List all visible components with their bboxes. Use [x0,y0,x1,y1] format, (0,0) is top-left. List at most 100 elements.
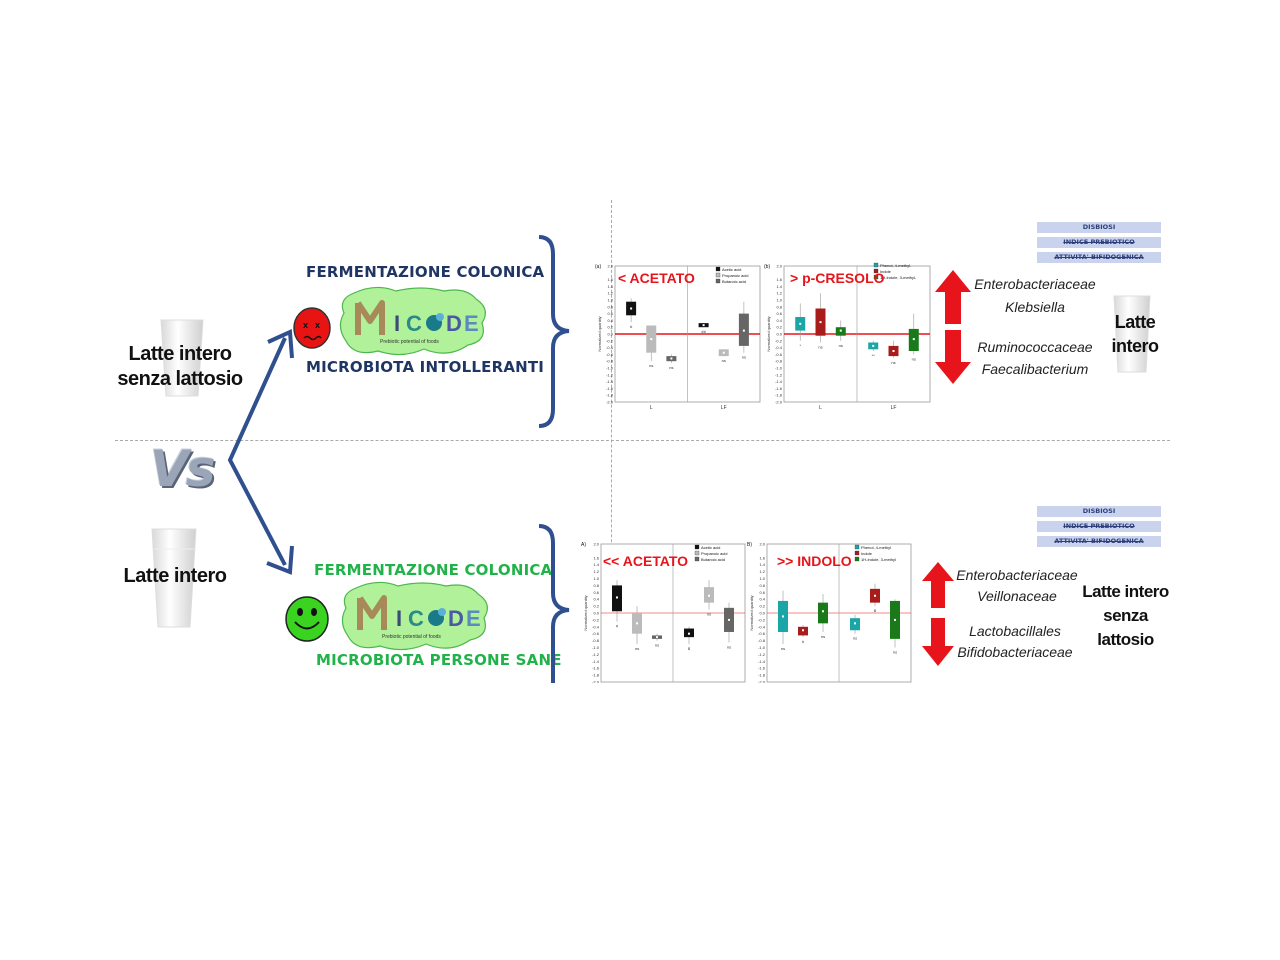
y-tick-label: 1.2 [759,569,765,574]
box-mean [782,615,784,618]
top-down-taxon-2: Faecalibacterium [981,361,1089,377]
y-tick-label: -1.2 [592,652,600,657]
y-tick-label: -1.4 [758,659,766,664]
legend-swatch [873,262,879,268]
y-tick-label: -0.6 [775,352,783,357]
box-mean [636,622,638,625]
y-tick-label: 2.0 [593,542,599,547]
legend-label: Phenol, 4-methyl [861,545,891,550]
y-tick-label: 0.8 [759,583,765,588]
box-mean [822,610,824,613]
bottom-branch-title: FERMENTAZIONE COLONICA [314,561,553,579]
legend-swatch [873,274,879,280]
y-tick-label: -1.0 [606,366,614,371]
right-bottom-milk-label: Latte intero senza lattosio [1082,582,1169,649]
svg-text:D: D [448,606,464,631]
y-tick-label: -1.4 [775,379,783,384]
x-tick-label: LF [721,405,727,411]
significance-label: ns [781,646,785,651]
significance-label: $ [874,608,877,613]
significance-label: ns [722,358,726,363]
box-mean [688,632,690,635]
y-tick-label: 1.2 [593,569,599,574]
box-mean [728,618,730,621]
box-mean [872,344,875,347]
chart-acetato-top: 2.01.61.41.21.00.80.60.40.20.0-0.2-0.4-0… [595,264,761,411]
branch-arrows [227,328,294,575]
box-mean [802,629,804,632]
top-branch-subtitle: MICROBIOTA INTOLLERANTI [306,358,545,376]
panel-label: A) [581,542,586,548]
significance-label: ns [839,343,843,348]
legend-swatch [715,272,721,278]
significance-label: # [802,639,805,644]
logo-caption: Prebiotic potential of foods [380,339,439,345]
y-tick-label: 0.0 [759,611,765,616]
significance-label: ns [727,644,731,649]
y-tick-label: 0.6 [776,311,782,316]
significance-label: ns [669,365,673,370]
legend-swatch [854,550,860,556]
box-mean [708,594,710,597]
y-tick-label: -1.6 [606,386,614,391]
significance-label: $ [688,646,691,651]
tag-indice-prebiotico-bottom: INDICE PREBIOTICO [1037,521,1161,532]
legend-swatch [715,278,721,284]
box-mean [742,329,745,332]
tag-disbiosi-top: DISBIOSI [1037,222,1161,233]
y-tick-label: -0.8 [775,359,783,364]
y-axis-label: Normalized quantity [766,316,771,351]
y-tick-label: 2.0 [776,264,782,269]
bottom-down-taxon-2: Bifidobacteriaceae [957,644,1073,660]
significance-label: ns [912,356,916,361]
svg-text:x: x [315,320,320,330]
bottom-up-taxon-2: Veillonaceae [977,588,1057,604]
y-tick-label: -0.4 [606,345,614,350]
svg-text:Prebiotic potential of foods: Prebiotic potential of foods [382,634,441,640]
chart-annotation: < ACETATO [618,270,695,286]
milk-glass-icon [151,528,197,628]
tag-attivita-bifidogenica-top: ATTIVITA' BIFIDOGENICA [1037,252,1161,263]
x-tick-label: LF [891,405,897,411]
y-tick-label: -1.4 [606,379,614,384]
box-mean [854,622,856,625]
y-tick-label: 1.4 [593,562,599,567]
chart-annotation: > p-CRESOLO [790,270,885,286]
up-arrow-icon [922,562,954,608]
y-tick-label: -2.0 [775,400,783,405]
vertical-divider [611,200,612,682]
micode-logo-top: I C D E Prebiotic potential of foods [339,286,486,356]
chart-acetato-bottom: 2.01.61.41.21.00.80.60.40.20.0-0.2-0.4-0… [581,542,746,683]
legend-label: Butanoic acid [722,279,746,284]
micode-logo-bottom: I C D E Prebiotic potential of foods [341,581,488,651]
legend-label: Acetic acid [722,267,741,272]
y-tick-label: 0.6 [593,590,599,595]
y-tick-label: 0.4 [593,597,599,602]
y-tick-label: 1.6 [759,555,765,560]
legend-swatch [694,556,700,562]
y-axis-label: Normalized quantity [597,316,602,351]
box-mean [722,351,725,354]
box-mean [650,338,653,341]
top-milk-label: Latte intero senza lattosio [117,343,243,390]
bottom-branch-subtitle: MICROBIOTA PERSONE SANE [316,651,562,669]
significance-label: ** [872,353,876,358]
y-tick-label: -1.2 [758,652,766,657]
legend-label: Phenol, 4-methyl- [880,263,912,268]
y-tick-label: 0.6 [607,311,613,316]
y-tick-label: -1.8 [758,673,766,678]
tag-indice-prebiotico-top: INDICE PREBIOTICO [1037,237,1161,248]
y-tick-label: -0.2 [775,338,783,343]
legend-label: Propanoic acid [701,551,727,556]
significance-label: ns [893,650,897,655]
significance-label: ns [891,360,895,365]
svg-text:E: E [466,606,481,631]
y-tick-label: -1.8 [592,673,600,678]
legend-swatch [715,266,721,272]
significance-label: ns [707,612,711,617]
bottom-up-taxon-1: Enterobacteriaceae [956,567,1078,583]
legend-label: Acetic acid [701,545,720,550]
y-tick-label: 1.6 [776,277,782,282]
significance-label: ns [742,355,746,360]
